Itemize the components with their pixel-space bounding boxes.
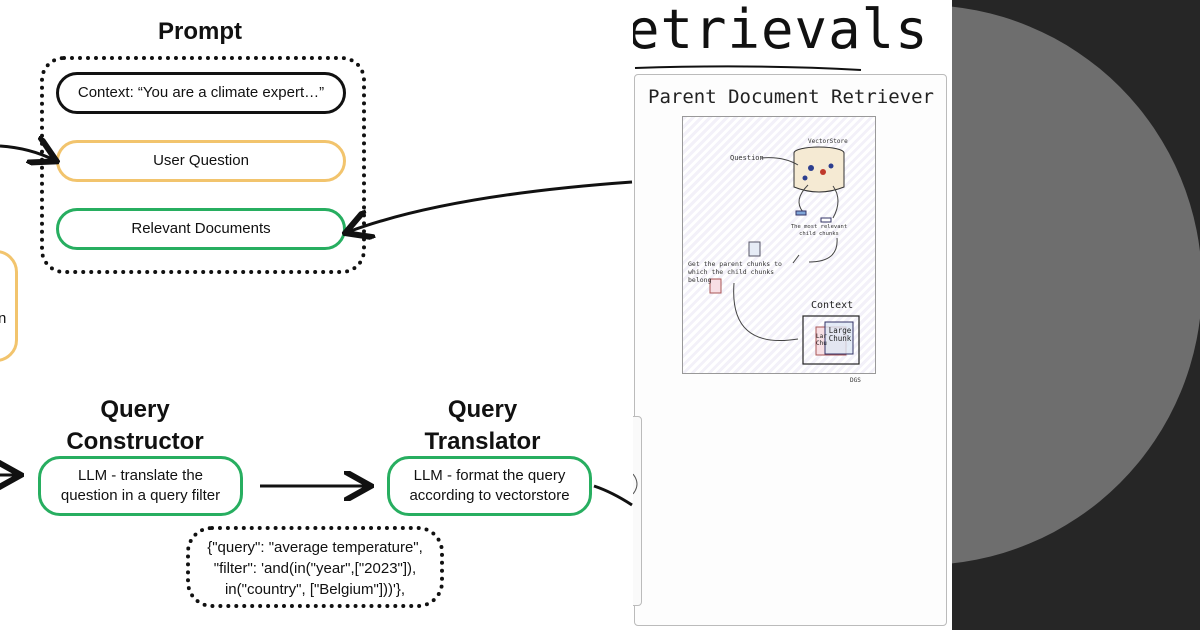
query-json-text: {"query": "average temperature", "filter…	[186, 537, 444, 600]
query-json-line1: {"query": "average temperature",	[207, 539, 423, 556]
decorative-circle	[952, 5, 1200, 565]
dark-background	[952, 0, 1200, 630]
query-constructor-title: Query Constructor	[30, 394, 240, 458]
context-label: Context	[811, 300, 854, 311]
query-translator-line2: according to vectorstore	[409, 487, 570, 504]
large-chunk-label: Large Chunk	[828, 326, 852, 343]
query-json-line3: in("country", ["Belgium"]))'},	[224, 581, 406, 598]
user-question-pill: User Question	[56, 140, 346, 182]
query-translator-title-line2: Translator	[424, 428, 541, 455]
small-chunk-label: Lar Chu	[816, 333, 827, 347]
query-translator-box: LLM - format the query according to vect…	[387, 456, 592, 516]
partial-card	[633, 416, 642, 606]
query-json-container	[186, 526, 444, 608]
star-icon	[808, 165, 814, 171]
query-constructor-line1: LLM - translate the	[77, 467, 204, 484]
user-question-text: User Question	[153, 152, 249, 169]
parent-doc-diagram	[709, 146, 860, 365]
get-parent-label: Get the parent chunks to which the child…	[688, 260, 782, 284]
arrow-to-user-question	[0, 146, 54, 160]
prompt-title: Prompt	[158, 18, 242, 45]
query-translator-title-line1: Query	[447, 396, 518, 423]
star-icon	[828, 163, 834, 169]
query-constructor-box: LLM - translate the question in a query …	[38, 456, 243, 516]
relevant-documents-text: Relevant Documents	[131, 220, 271, 237]
query-json-line2: "filter": 'and(in("year",["2023"]),	[213, 560, 417, 577]
query-translator-line1: LLM - format the query	[413, 467, 566, 484]
retrievals-panel: etrievals Parent Document Retriever	[633, 0, 952, 630]
arrow-to-relevant-documents	[348, 180, 633, 232]
arrow-from-query-translator	[593, 484, 633, 507]
query-constructor-title-line2: Constructor	[66, 428, 204, 455]
signature: DGS	[850, 377, 861, 384]
left-diagram-panel: Prompt Context: “You are a climate exper…	[0, 0, 633, 608]
query-constructor-title-line1: Query	[100, 396, 170, 423]
parent-document-title: Parent Document Retriever	[648, 86, 934, 108]
left-arrows	[0, 0, 633, 507]
star-icon	[820, 169, 826, 175]
retrievals-title: etrievals	[633, 0, 929, 61]
vectorstore-label: VectorStore	[808, 138, 848, 145]
most-relevant-label: The most relevant child chunks	[790, 224, 848, 237]
context-pill: Context: “You are a climate expert…”	[56, 72, 346, 114]
question-label: Question	[730, 154, 764, 162]
partial-left-label: n	[0, 310, 7, 327]
relevant-documents-pill: Relevant Documents	[56, 208, 346, 250]
partial-card-arc	[633, 473, 638, 495]
query-constructor-line2: question in a query filter	[60, 487, 221, 504]
retrievals-underline	[634, 65, 862, 71]
context-text: Context: “You are a climate expert…”	[77, 84, 325, 101]
query-translator-title: Query Translator	[380, 394, 585, 458]
star-icon	[802, 175, 808, 181]
